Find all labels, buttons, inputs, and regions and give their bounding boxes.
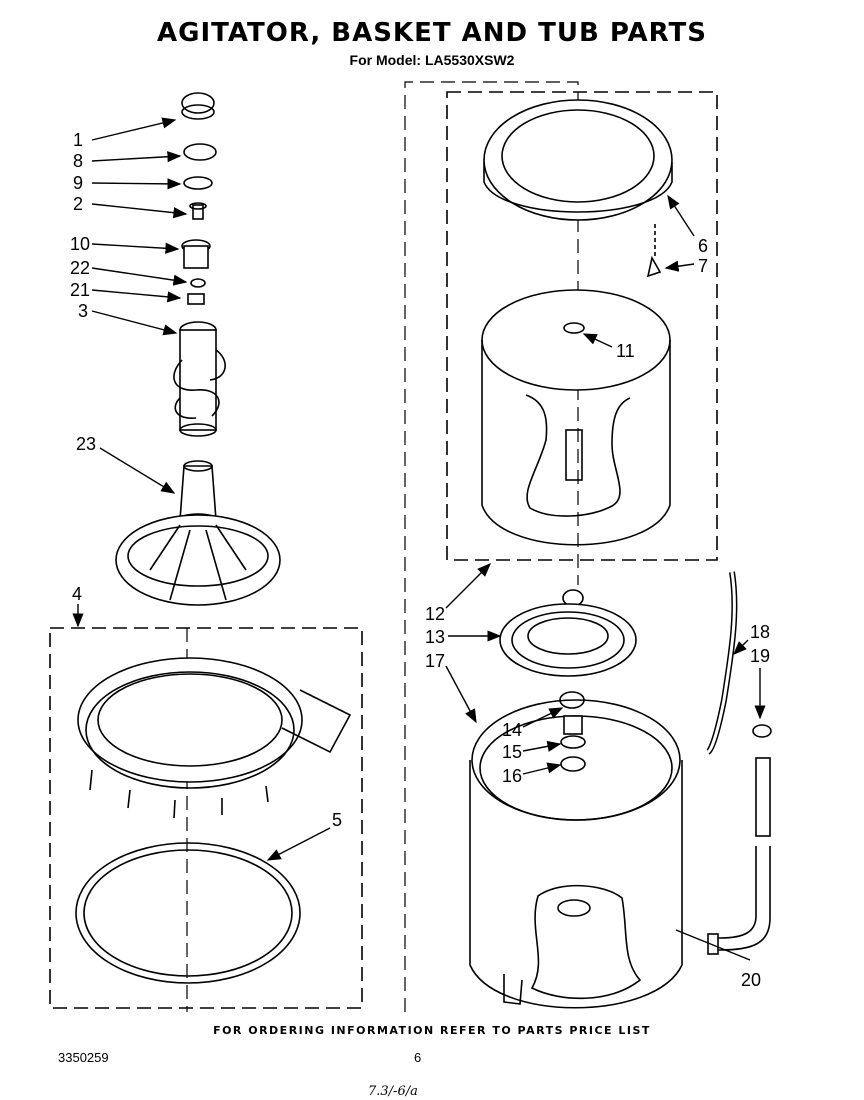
callout-16: 16 (502, 766, 522, 786)
ordering-note: FOR ORDERING INFORMATION REFER TO PARTS … (213, 1024, 651, 1037)
o-ring-part (183, 176, 213, 190)
guide-line-right (404, 81, 579, 1012)
basket-drive-block-part (499, 603, 637, 677)
ring-assembly-box (49, 627, 363, 1009)
callout-11: 11 (616, 341, 635, 361)
callout-21: 21 (70, 280, 90, 300)
callout-1: 1 (73, 130, 83, 150)
washer-part (190, 278, 206, 288)
callout-17: 17 (425, 651, 445, 671)
callout-18: 18 (750, 622, 770, 642)
agitator-cap-part (181, 92, 215, 120)
basket-assembly-box (446, 91, 718, 561)
callout-10: 10 (70, 234, 90, 254)
screw-clip-part (646, 224, 662, 278)
dog-part (187, 293, 205, 305)
agitator-base-part (115, 460, 281, 606)
callout-13: 13 (425, 627, 445, 647)
model-subtitle: For Model: LA5530XSW2 (349, 52, 515, 68)
callout-14: 14 (502, 720, 522, 740)
document-number: 3350259 (58, 1050, 109, 1065)
callout-7: 7 (698, 256, 708, 276)
callout-9: 9 (73, 173, 83, 193)
tub-ring-gasket-part (75, 842, 301, 984)
drain-hose-part (707, 757, 771, 955)
page-title: AGITATOR, BASKET AND TUB PARTS (157, 18, 707, 48)
callout-3: 3 (78, 301, 88, 321)
callout-6: 6 (698, 236, 708, 256)
balance-ring-part (483, 99, 673, 221)
callout-22: 22 (70, 258, 90, 278)
wash-basket-part (481, 289, 671, 546)
callout-2: 2 (73, 194, 83, 214)
callout-20: 20 (741, 970, 761, 990)
handwritten-mark: 7.3/-6/a (368, 1084, 418, 1099)
callout-15: 15 (502, 742, 522, 762)
dog-housing-part (181, 239, 211, 269)
tub-ring-part (77, 657, 352, 819)
hose-part-inner (706, 571, 736, 754)
agitator-barrel-part (173, 321, 226, 437)
callout-19: 19 (750, 646, 770, 666)
cap-ring-part (183, 143, 217, 161)
callout-23: 23 (76, 434, 96, 454)
callout-8: 8 (73, 151, 83, 171)
callout-5: 5 (332, 810, 342, 830)
cam-part (189, 202, 207, 220)
page-number: 6 (414, 1050, 422, 1065)
callout-4: 4 (72, 584, 82, 604)
hose-clamp-part (752, 724, 772, 738)
callout-12: 12 (425, 604, 445, 624)
